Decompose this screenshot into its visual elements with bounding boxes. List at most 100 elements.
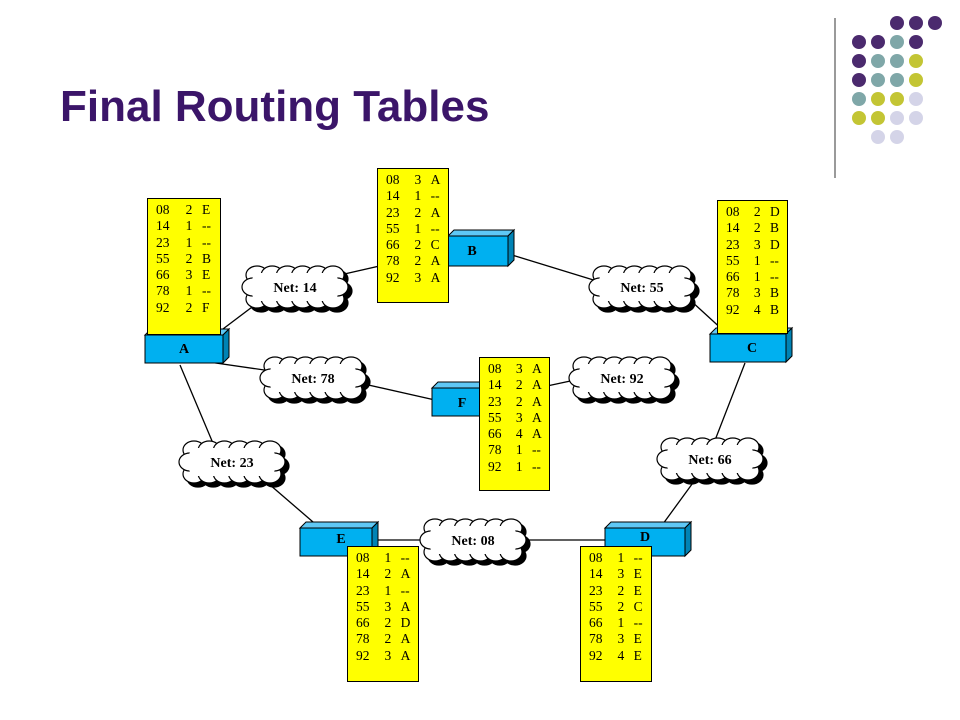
router-c-label: C [747, 341, 757, 356]
net-cell: 66 [726, 269, 740, 285]
hops-cell: 3 [515, 409, 523, 425]
next-hop-cell: -- [430, 188, 440, 204]
next-hop-cell: -- [202, 218, 211, 234]
hops-cell: 3 [414, 269, 422, 285]
next-hop-cell: B [769, 301, 779, 317]
net-cell: 78 [726, 285, 740, 301]
decorative-dot [871, 130, 885, 144]
hops-cell: 4 [515, 426, 523, 442]
hops-cell: 3 [617, 566, 625, 582]
decorative-dot [890, 130, 904, 144]
network-cloud-66: Net: 66 [656, 437, 768, 485]
decorative-dot [909, 16, 923, 30]
net-cell: 23 [589, 582, 603, 598]
next-hop-cell: A [531, 409, 542, 425]
next-hop-cell: D [769, 204, 780, 219]
hops-cell: 1 [185, 218, 193, 234]
network-label: Net: 55 [620, 281, 663, 296]
hops-cell: 3 [753, 236, 761, 252]
net-cell: 14 [386, 188, 400, 204]
network-cloud-23: Net: 23 [178, 440, 290, 488]
next-hop-cell: -- [633, 550, 643, 565]
next-hop-cell: E [633, 631, 642, 647]
net-cell: 92 [386, 269, 400, 285]
net-cell: 08 [726, 204, 740, 219]
decorative-dot [852, 111, 866, 125]
hops-cell: 1 [384, 550, 392, 565]
hops-cell: 2 [185, 202, 193, 217]
net-cell: 78 [356, 631, 370, 647]
slide-title: Final Routing Tables [60, 82, 490, 131]
decorative-dot [871, 54, 885, 68]
hops-cell: 2 [515, 377, 523, 393]
decorative-dot [890, 35, 904, 49]
net-cell: 78 [156, 283, 170, 299]
hops-cell: 2 [185, 299, 193, 315]
decorative-dot [852, 54, 866, 68]
hops-cell: 3 [515, 361, 523, 376]
next-hop-cell: A [400, 631, 411, 647]
net-cell: 14 [356, 566, 370, 582]
next-hop-cell: -- [202, 283, 211, 299]
net-cell: 23 [726, 236, 740, 252]
net-cell: 92 [356, 647, 370, 663]
next-hop-cell: C [633, 598, 643, 614]
decorative-dot [909, 111, 923, 125]
net-cell: 92 [488, 458, 502, 474]
decorative-dot [890, 16, 904, 30]
hops-cell: 1 [515, 442, 523, 458]
link-a-net23 [179, 364, 216, 449]
next-hop-cell: -- [769, 252, 779, 268]
net-cell: 78 [386, 253, 400, 269]
hops-cell: 1 [185, 234, 193, 250]
decorative-dot [871, 92, 885, 106]
hops-cell: 4 [617, 647, 625, 663]
link-b-net55 [511, 254, 601, 283]
next-hop-cell: F [202, 299, 210, 315]
net-cell: 55 [589, 598, 603, 614]
net-cell: 55 [156, 250, 170, 266]
net-cell: 66 [156, 267, 170, 283]
net-cell: 08 [156, 202, 170, 217]
hops-cell: 3 [414, 172, 422, 187]
next-hop-cell: E [202, 202, 211, 217]
net-cell: 78 [488, 442, 502, 458]
next-hop-cell: E [202, 267, 211, 283]
decorative-dot [928, 16, 942, 30]
next-hop-cell: C [430, 237, 440, 253]
router-a-label: A [179, 342, 190, 357]
next-hop-cell: -- [769, 269, 779, 285]
decorative-dot [909, 92, 923, 106]
hops-cell: 1 [617, 550, 625, 565]
next-hop-cell: B [769, 220, 779, 236]
net-cell: 14 [488, 377, 502, 393]
network-cloud-92: Net: 92 [568, 356, 680, 404]
hops-cell: 2 [753, 220, 761, 236]
next-hop-cell: A [430, 253, 441, 269]
net-cell: 23 [356, 582, 370, 598]
hops-cell: 2 [515, 393, 523, 409]
